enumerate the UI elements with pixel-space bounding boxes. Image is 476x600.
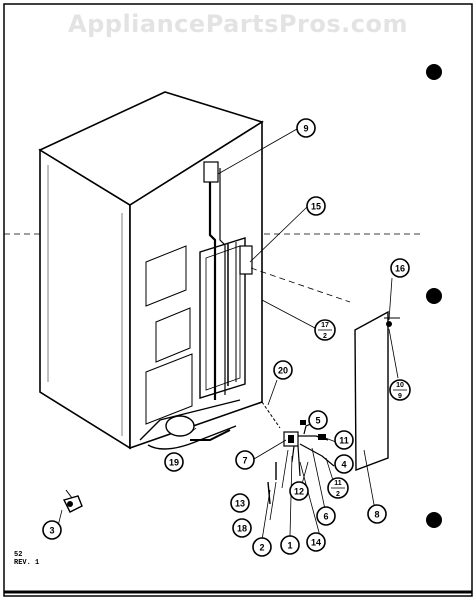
svg-text:14: 14 [311,537,321,547]
callout-19: 19 [164,452,184,472]
callout-9: 9 [296,118,316,138]
refrigerator-cabinet [38,91,281,450]
callout-17-2: 17 2 [314,319,336,341]
side-panel-part [354,277,400,511]
svg-text:13: 13 [235,498,245,508]
svg-text:2: 2 [336,491,340,498]
relay-assembly [253,419,337,541]
svg-text:16: 16 [395,263,405,273]
callout-15: 15 [306,196,326,216]
page-reference: 52 REV. 1 [14,551,39,567]
svg-text:10: 10 [396,382,404,389]
binder-hole [426,288,442,304]
binder-hole [426,512,442,528]
callout-3: 3 [42,520,62,540]
svg-text:9: 9 [398,393,402,400]
svg-text:6: 6 [323,511,328,521]
binder-hole [426,64,442,80]
svg-text:5: 5 [315,415,320,425]
callout-4: 4 [334,454,354,474]
svg-text:11: 11 [334,480,342,487]
callout-2: 2 [252,537,272,557]
drain-fitting-part [57,489,83,527]
svg-text:8: 8 [374,509,379,519]
callout-11: 11 [334,430,354,450]
svg-text:20: 20 [278,365,288,375]
svg-text:4: 4 [341,459,346,469]
callout-18: 18 [232,518,252,538]
svg-text:9: 9 [303,123,308,133]
svg-text:7: 7 [242,455,247,465]
svg-text:3: 3 [49,525,54,535]
watermark: AppliancePartsPros.com [68,10,408,38]
callout-7: 7 [235,450,255,470]
page-border [3,3,473,597]
svg-text:1: 1 [287,540,292,550]
page-number: 52 [14,551,23,559]
svg-text:2: 2 [259,542,264,552]
svg-text:2: 2 [323,333,327,340]
callout-11-2: 11 2 [327,477,349,499]
callout-14: 14 [306,532,326,552]
callout-16: 16 [390,258,410,278]
callout-1: 1 [280,535,300,555]
svg-text:12: 12 [294,486,304,496]
svg-text:19: 19 [169,457,179,467]
svg-text:18: 18 [237,523,247,533]
callout-12: 12 [289,481,309,501]
svg-text:11: 11 [339,435,349,445]
svg-text:17: 17 [321,322,329,329]
callout-5: 5 [308,410,328,430]
svg-text:15: 15 [311,201,321,211]
callout-13: 13 [230,493,250,513]
revision-label: REV. 1 [14,559,40,567]
callout-8: 8 [367,504,387,524]
callout-6: 6 [316,506,336,526]
callout-20: 20 [273,360,293,380]
callout-10-9: 10 9 [389,379,411,401]
